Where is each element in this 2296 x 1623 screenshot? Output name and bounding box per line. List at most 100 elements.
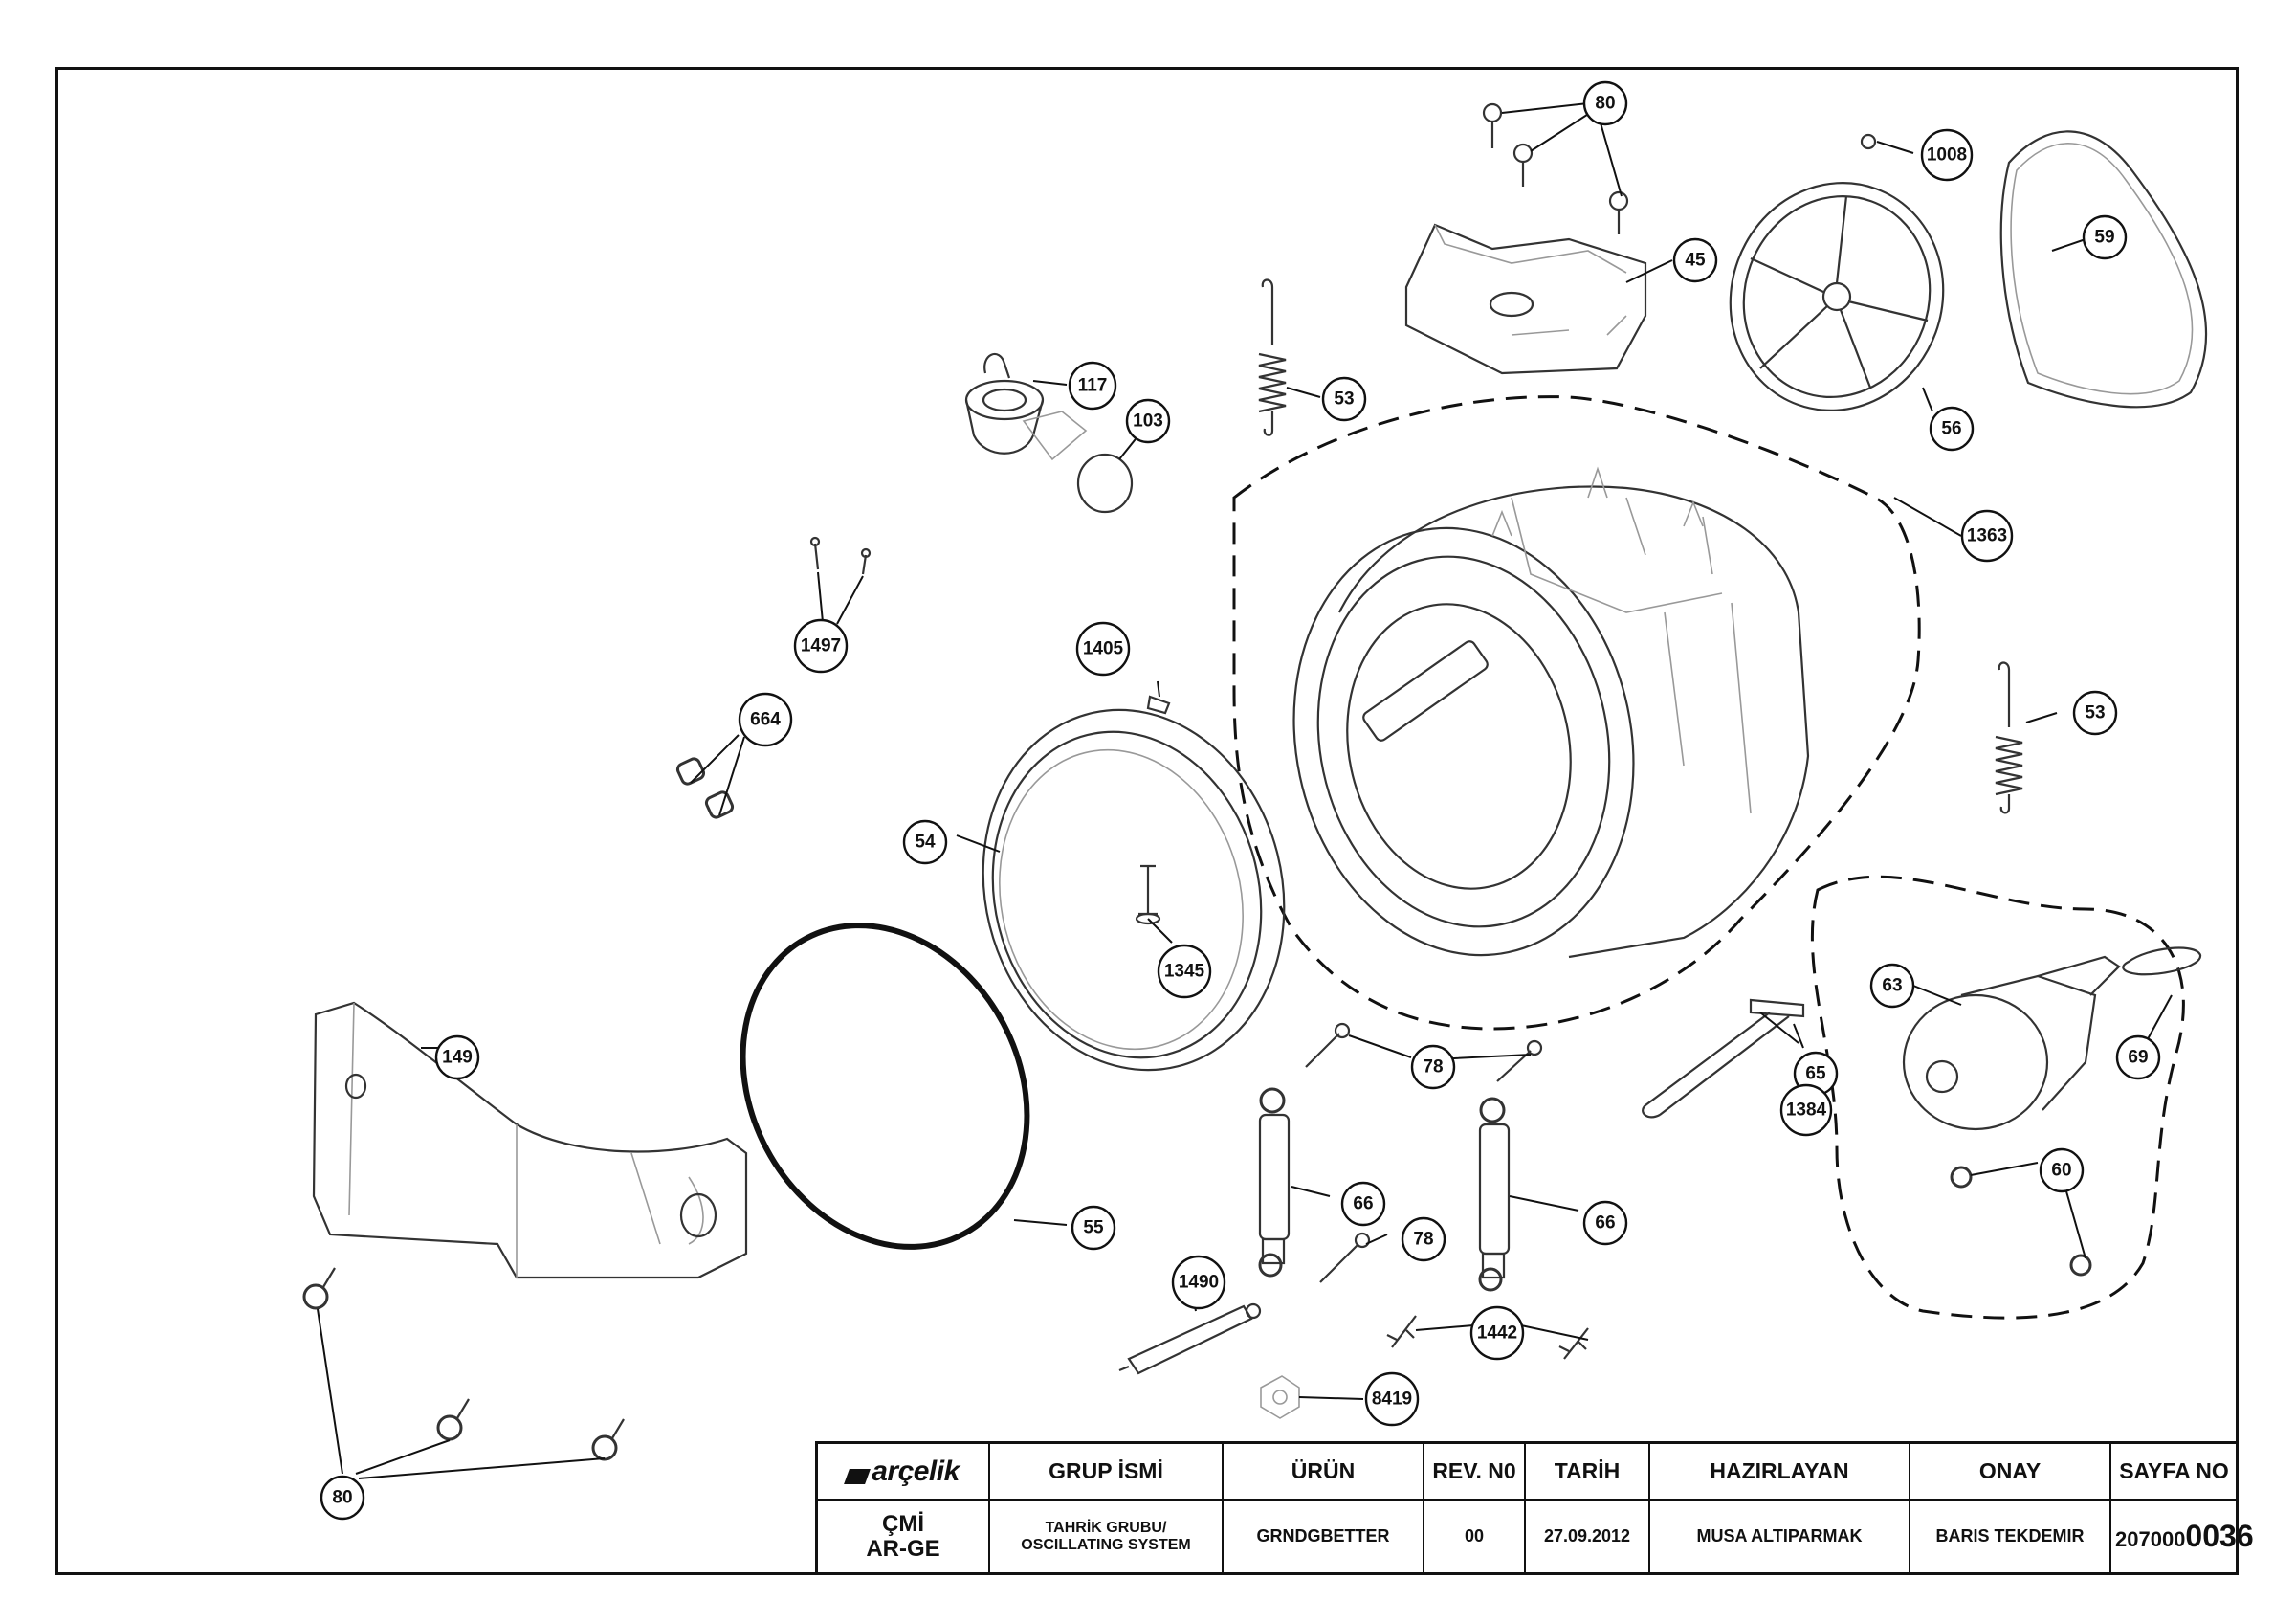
svg-text:66: 66 (1595, 1213, 1615, 1234)
approved-by: BARIS TEKDEMIR (1909, 1499, 2111, 1575)
callout-1345: 1345 (1157, 944, 1212, 999)
callout-53-right: 53 (2072, 690, 2118, 736)
damper-part-right (1478, 1097, 1511, 1292)
callout-1363: 1363 (1960, 509, 2014, 563)
brand-mark-icon (844, 1468, 872, 1484)
svg-text:1497: 1497 (801, 636, 841, 656)
svg-text:1405: 1405 (1083, 639, 1124, 659)
callout-55: 55 (1071, 1205, 1116, 1251)
pulley-part (1729, 182, 1945, 411)
svg-text:59: 59 (2094, 228, 2114, 248)
hose-clamp-part (1076, 453, 1134, 514)
svg-text:53: 53 (2085, 703, 2105, 723)
callout-54: 54 (902, 819, 948, 865)
callout-78-top: 78 (1410, 1044, 1456, 1090)
header-rev: REV. N0 (1423, 1444, 1526, 1501)
svg-text:78: 78 (1423, 1057, 1443, 1078)
callout-69: 69 (2115, 1034, 2161, 1080)
spring-part-right (1995, 661, 2023, 814)
counterweight-part (312, 1001, 748, 1279)
callout-66-left: 66 (1340, 1181, 1386, 1227)
group-name: TAHRİK GRUBU/ OSCILLATING SYSTEM (988, 1499, 1224, 1575)
svg-text:53: 53 (1334, 389, 1354, 410)
bushing-parts (675, 757, 735, 819)
product-code: GRNDGBETTER (1222, 1499, 1424, 1575)
bracket-part (1404, 223, 1647, 375)
belt-part (1999, 130, 2208, 409)
screw-parts-bottom (302, 1267, 625, 1461)
stud-part (1135, 864, 1161, 925)
callout-45: 45 (1672, 237, 1718, 283)
callout-78-bottom: 78 (1401, 1216, 1446, 1262)
pin-parts (809, 536, 872, 575)
svg-text:1008: 1008 (1927, 145, 1967, 166)
header-product: ÜRÜN (1222, 1444, 1424, 1501)
callout-80-top: 80 (1582, 80, 1628, 126)
svg-text:78: 78 (1413, 1230, 1433, 1250)
tub-front-part (982, 708, 1286, 1072)
date-value: 27.09.2012 (1524, 1499, 1650, 1575)
callout-149: 149 (434, 1034, 480, 1080)
callout-117: 117 (1068, 361, 1117, 411)
motor-screw-parts (1950, 1166, 2092, 1277)
svg-text:1345: 1345 (1164, 962, 1205, 982)
svg-text:56: 56 (1941, 419, 1961, 439)
svg-text:149: 149 (442, 1048, 473, 1068)
motor-group-outline (1810, 875, 2185, 1320)
header-date: TARİH (1524, 1444, 1650, 1501)
screw-parts-top (1482, 102, 1629, 234)
hose-connector-part (964, 352, 1088, 461)
svg-text:60: 60 (2051, 1161, 2071, 1181)
svg-text:1384: 1384 (1786, 1101, 1827, 1121)
fixing-pin-parts (1386, 1315, 1589, 1360)
callout-1405: 1405 (1075, 621, 1131, 677)
callout-60: 60 (2039, 1147, 2085, 1193)
callout-664: 664 (738, 692, 793, 747)
header-group: GRUP İSMİ (988, 1444, 1224, 1501)
callout-1490: 1490 (1171, 1255, 1226, 1310)
svg-text:117: 117 (1078, 376, 1108, 396)
header-page: SAYFA NO (2109, 1444, 2239, 1501)
sensor-part (1118, 1302, 1262, 1375)
callout-1497: 1497 (793, 618, 849, 674)
heater-part (1642, 998, 1805, 1119)
callout-1008: 1008 (1920, 128, 1974, 182)
tub-assembly-part (1292, 466, 1810, 959)
callout-103: 103 (1125, 398, 1171, 444)
damper-pin-parts (1305, 1022, 1543, 1283)
svg-text:8419: 8419 (1372, 1390, 1412, 1410)
revision-number: 00 (1423, 1499, 1526, 1575)
svg-text:80: 80 (1595, 94, 1615, 114)
svg-text:45: 45 (1685, 251, 1706, 271)
svg-text:69: 69 (2128, 1048, 2148, 1068)
svg-text:63: 63 (1882, 976, 1902, 996)
callout-66-right: 66 (1582, 1200, 1628, 1246)
o-ring-part (740, 923, 1030, 1250)
svg-text:80: 80 (332, 1488, 352, 1508)
callout-56: 56 (1929, 406, 1975, 452)
callout-1384: 1384 (1779, 1083, 1833, 1137)
svg-text:66: 66 (1353, 1194, 1373, 1214)
leader-lines (317, 102, 2173, 1479)
tub-group-outline (1232, 395, 1921, 1031)
brand-logo: arçelik (818, 1444, 990, 1501)
small-screw-part (1860, 133, 1877, 150)
header-prepared: HAZIRLAYAN (1648, 1444, 1910, 1501)
svg-text:1442: 1442 (1477, 1323, 1517, 1344)
prepared-by: MUSA ALTIPARMAK (1648, 1499, 1910, 1575)
page-number: 2070000036 (2109, 1499, 2254, 1575)
svg-text:1363: 1363 (1967, 526, 2007, 546)
title-block: arçelik GRUP İSMİ ÜRÜN REV. N0 TARİH HAZ… (815, 1441, 2254, 1575)
callout-59: 59 (2082, 214, 2128, 260)
clip-part (1146, 695, 1171, 715)
callout-63: 63 (1869, 963, 1915, 1009)
svg-text:103: 103 (1133, 411, 1163, 432)
damper-part-left (1258, 1087, 1291, 1278)
svg-text:664: 664 (750, 710, 781, 730)
svg-text:54: 54 (915, 833, 936, 853)
header-approved: ONAY (1909, 1444, 2111, 1501)
motor-part (1902, 955, 2121, 1131)
svg-text:55: 55 (1083, 1218, 1104, 1238)
spring-part-left (1258, 278, 1287, 436)
